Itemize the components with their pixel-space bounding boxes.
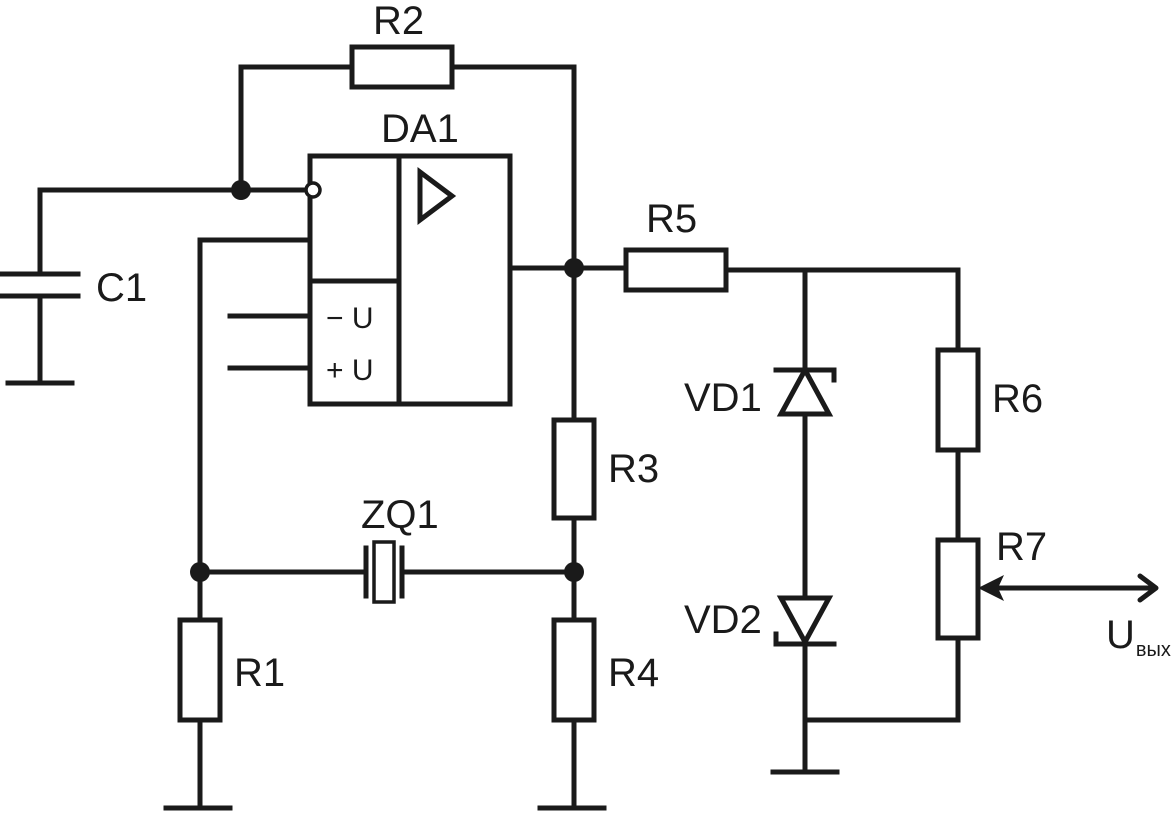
label-r3: R3 (608, 447, 659, 491)
resistor-r5 (623, 247, 729, 293)
ground-symbols (5, 380, 840, 811)
zener-vd2 (773, 595, 837, 648)
label-vd1: VD1 (684, 376, 762, 420)
resistor-r4 (551, 617, 597, 723)
potentiometer-r7 (935, 537, 981, 641)
wire-r2-right (449, 64, 577, 271)
label-zq1: ZQ1 (361, 493, 439, 537)
label-r4: R4 (608, 651, 659, 695)
resistor-r3 (551, 417, 597, 521)
wire-r7-bottom (802, 635, 961, 723)
zener-vd1-bar (773, 367, 837, 383)
inverting-input-circle (304, 181, 322, 199)
junction-left-zq1 (190, 562, 210, 582)
junction-output (564, 258, 584, 278)
opamp-triangle-icon (417, 167, 457, 225)
zener-vd2-bar (773, 631, 837, 647)
wire-r2-left (238, 64, 355, 193)
label-output: Uвых (1106, 613, 1171, 661)
wire-r5-right (723, 267, 961, 353)
resistor-r2 (349, 44, 455, 90)
label-output-sub: вых (1136, 639, 1171, 661)
label-vd2: VD2 (684, 598, 762, 642)
wire-c1-to-inverting-input (37, 187, 309, 277)
junction-inverting (231, 180, 251, 200)
wiper-arrowhead (978, 575, 1004, 601)
crystal-zq1 (363, 540, 405, 604)
junction-right-zq1 (564, 562, 584, 582)
label-r7: R7 (996, 525, 1047, 569)
zener-vd2-triangle (776, 595, 834, 648)
label-r5: R5 (646, 197, 697, 241)
label-r2: R2 (373, 0, 424, 43)
zener-vd1 (773, 364, 837, 417)
label-r6: R6 (992, 377, 1043, 421)
zener-vd1-triangle (776, 364, 834, 417)
label-supply-pos: + U (326, 354, 374, 387)
capacitor-c1 (0, 271, 81, 299)
resistor-r1 (177, 617, 223, 723)
junctions (190, 180, 584, 582)
output-arrowhead (1137, 573, 1159, 603)
output-arrow (978, 573, 1159, 603)
resistor-r6 (935, 347, 981, 453)
opamp-da1 (304, 153, 513, 407)
label-supply-neg: − U (326, 302, 374, 335)
crystal-body (372, 540, 396, 604)
wires (37, 64, 961, 811)
label-output-main: U (1106, 613, 1135, 657)
label-c1: C1 (96, 266, 147, 310)
labels: R2 DA1 C1 R5 − U + U VD1 R6 R3 ZQ1 R7 VD… (96, 0, 1171, 695)
label-r1: R1 (234, 651, 285, 695)
label-da1: DA1 (381, 107, 459, 151)
wire-noninverting-input (197, 237, 313, 723)
